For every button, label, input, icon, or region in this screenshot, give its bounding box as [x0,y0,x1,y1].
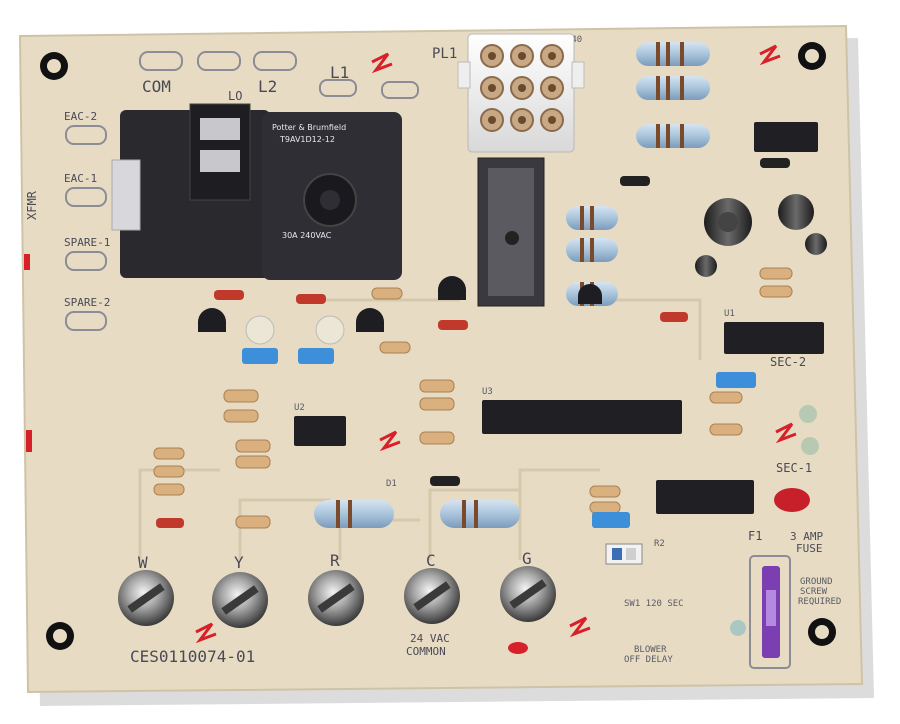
label-spare1: SPARE-1 [64,236,110,249]
label-fuse-line1: 3 AMP [790,530,823,543]
fuse-holder [749,555,791,669]
terminal-g [500,566,556,622]
label-d1: D1 [386,479,397,489]
label-u1: U1 [724,309,735,319]
integrated-circuits [294,122,824,514]
label-xfmr: XFMR [25,190,39,220]
label-ground-line1: GROUND [800,577,833,587]
terminal-label-w: W [138,553,148,572]
label-sec2: SEC-2 [770,355,806,369]
relay-model: T9AV1D12-12 [279,135,335,144]
relay-rating: 30A 240VAC [282,231,332,240]
mov-varistor [774,488,810,512]
power-relay: Potter & Brumfield T9AV1D12-12 30A 240VA… [262,112,402,280]
label-l1: L1 [330,63,349,82]
spade-terminals-left [65,125,107,331]
label-f1: F1 [748,529,762,543]
terminal-label-r: R [330,551,340,570]
label-u3: U3 [482,387,493,397]
terminal-y [212,572,268,628]
label-common: COMMON [406,645,446,658]
blower-delay-switch [605,543,643,565]
mounting-holes [40,42,836,650]
label-delay-options: SW1 120 SEC [624,599,684,609]
thermostat-terminal-strip [118,566,556,628]
electrolytic-capacitors [695,194,827,277]
pl1-connector [457,33,585,153]
label-ground-line3: REQUIRED [798,597,841,607]
blue-capacitors [242,348,756,528]
label-sec1: SEC-1 [776,461,812,475]
terminal-label-g: G [522,549,532,568]
terminal-c [404,568,460,624]
label-ground-line2: SCREW [800,587,828,597]
label-spare2: SPARE-2 [64,296,110,309]
label-com: COM [142,77,171,96]
terminal-r [308,570,364,626]
label-fuse-line2: FUSE [796,542,823,555]
label-eac2: EAC-2 [64,110,97,123]
red-dots [24,254,528,654]
label-u2: U2 [294,403,305,413]
voltage-regulator-heatsink [477,157,545,307]
terminal-w [118,570,174,626]
label-lo: LO [228,89,242,103]
spade-terminals-top [139,51,419,99]
terminal-label-y: Y [234,553,244,572]
small-resistors [153,267,793,529]
label-pl1: PL1 [432,46,457,62]
label-blower-line1: BLOWER [634,645,667,655]
test-pads [245,315,819,636]
diodes [156,158,790,528]
inspection-marks [195,44,797,644]
part-number: CES0110074-01 [130,647,255,666]
label-24vac: 24 VAC [410,632,450,645]
label-blower-line2: OFF DELAY [624,655,673,665]
relay-brand: Potter & Brumfield [272,123,346,132]
label-eac1: EAC-1 [64,172,97,185]
label-l2: L2 [258,77,277,96]
fan-relay [111,103,270,278]
transistors [198,276,602,332]
terminal-label-c: C [426,551,436,570]
label-r2: R2 [654,539,665,549]
